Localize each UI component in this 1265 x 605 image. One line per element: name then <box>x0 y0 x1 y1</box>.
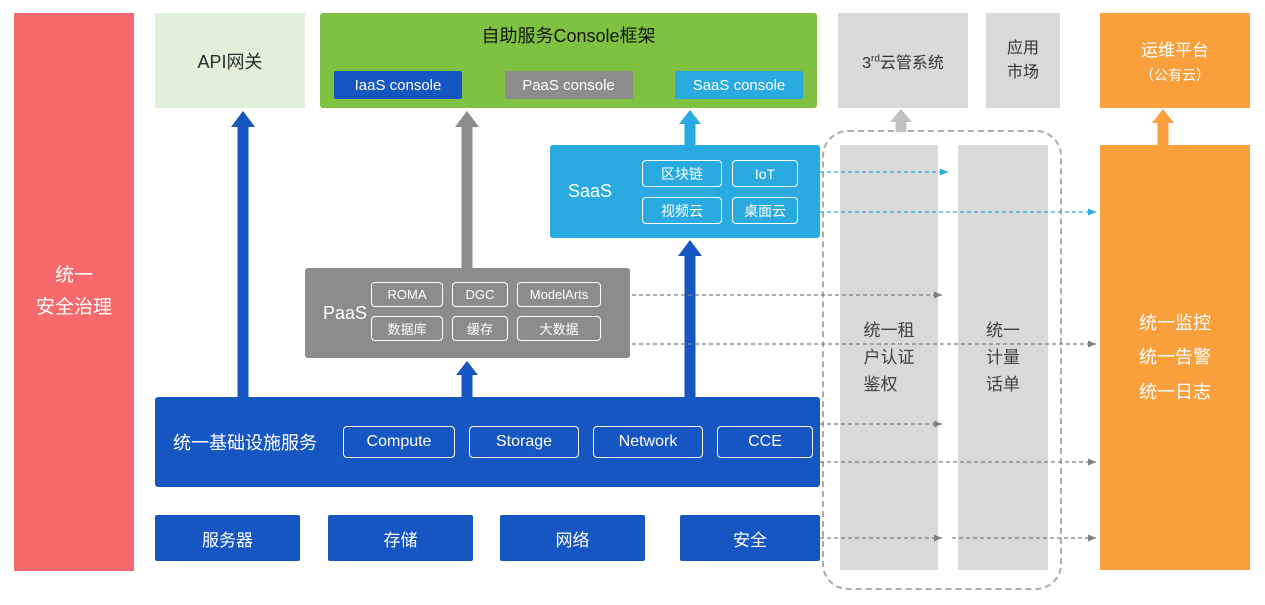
unified-metering-bar: 统一 计量 话单 <box>958 145 1048 570</box>
ops-platform-title: 运维平台 <box>1141 41 1209 60</box>
saas-item-blockchain: 区块链 <box>642 160 722 187</box>
saas-item-desktop-cloud: 桌面云 <box>732 197 798 224</box>
unified-monitoring-label: 统一监控 统一告警 统一日志 <box>1139 313 1211 402</box>
resource-box-server: 服务器 <box>155 515 300 561</box>
unified-metering-label: 统一 计量 话单 <box>986 320 1020 395</box>
unified-tenant-auth-label: 统一租 户认证 鉴权 <box>863 320 915 395</box>
iaas-console-box: IaaS console <box>334 71 462 99</box>
infra-item-cce: CCE <box>717 426 813 458</box>
ops-platform-box: 运维平台 （公有云） <box>1100 13 1250 108</box>
arrow-paas-to-console <box>455 111 479 269</box>
paas-panel-label: PaaS <box>323 302 368 323</box>
third-party-cloud-mgmt-label: 3rd云管系统 <box>862 53 944 72</box>
infra-item-storage: Storage <box>469 426 579 458</box>
arrow-infra-to-paas <box>456 361 478 398</box>
api-gateway-box: API网关 <box>155 13 305 108</box>
security-governance-label: 统一 安全治理 <box>35 264 112 318</box>
arrow-saas-to-console <box>679 110 701 146</box>
resource-box-security: 安全 <box>680 515 820 561</box>
api-gateway-label: API网关 <box>197 51 263 72</box>
saas-services-grid: 区块链 IoT 视频云 桌面云 <box>642 160 798 224</box>
app-market-label: 应用 市场 <box>1006 39 1039 81</box>
infrastructure-panel-label: 统一基础设施服务 <box>173 433 317 453</box>
paas-item-database: 数据库 <box>371 316 443 341</box>
ops-platform-subtitle: （公有云） <box>1140 67 1210 83</box>
arrow-tenant-to-third-party <box>890 109 912 132</box>
console-framework-title: 自助服务Console框架 <box>481 26 656 46</box>
third-party-cloud-mgmt-box: 3rd云管系统 <box>838 13 968 108</box>
saas-panel: SaaS 区块链 IoT 视频云 桌面云 <box>550 145 820 238</box>
paas-item-bigdata: 大数据 <box>517 316 601 341</box>
infra-item-network: Network <box>593 426 703 458</box>
infra-item-compute: Compute <box>343 426 455 458</box>
paas-item-dgc: DGC <box>452 282 508 307</box>
unified-tenant-auth-bar: 统一租 户认证 鉴权 <box>840 145 938 570</box>
paas-item-modelarts: ModelArts <box>517 282 601 307</box>
console-items-row: IaaS console PaaS console SaaS console <box>334 71 803 99</box>
arrow-infra-to-saas <box>678 240 702 398</box>
infrastructure-panel: 统一基础设施服务 Compute Storage Network CCE <box>155 397 820 487</box>
saas-item-iot: IoT <box>732 160 798 187</box>
paas-item-cache: 缓存 <box>452 316 508 341</box>
saas-item-video-cloud: 视频云 <box>642 197 722 224</box>
arrow-monitor-to-ops-platform <box>1152 109 1174 146</box>
paas-services-grid: ROMA DGC ModelArts 数据库 缓存 大数据 <box>371 282 601 341</box>
console-framework-panel: 自助服务Console框架 IaaS console PaaS console … <box>320 13 817 108</box>
unified-security-governance-bar: 统一 安全治理 <box>14 13 134 571</box>
unified-monitoring-bar: 统一监控 统一告警 统一日志 <box>1100 145 1250 570</box>
saas-panel-label: SaaS <box>568 181 613 201</box>
arrow-infra-to-api-gateway <box>231 111 255 398</box>
app-market-box: 应用 市场 <box>986 13 1060 108</box>
paas-panel: PaaS ROMA DGC ModelArts 数据库 缓存 大数据 <box>305 268 630 358</box>
paas-item-roma: ROMA <box>371 282 443 307</box>
tenant-services-dashed-container <box>822 130 1062 590</box>
infrastructure-services-row: Compute Storage Network CCE <box>343 426 813 458</box>
saas-console-box: SaaS console <box>675 71 803 99</box>
resource-box-storage: 存储 <box>328 515 473 561</box>
paas-console-box: PaaS console <box>504 71 633 99</box>
resource-box-network: 网络 <box>500 515 645 561</box>
